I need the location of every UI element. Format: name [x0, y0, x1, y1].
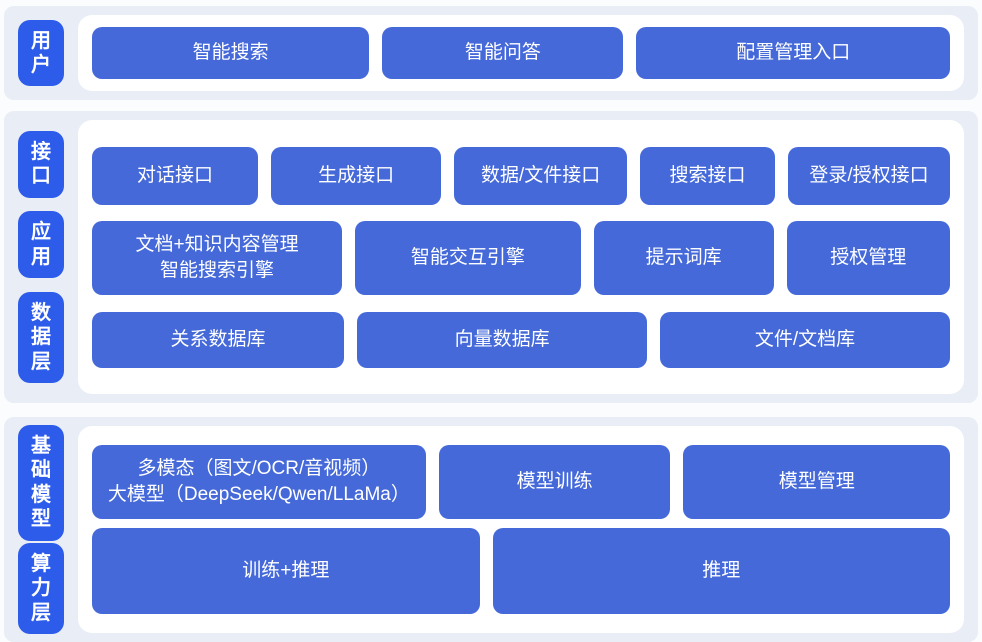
tab-data-layer-label: 数据层 [31, 302, 51, 373]
tab-user: 用户 [18, 19, 64, 87]
button-label: 推理 [702, 560, 741, 582]
button-label: 模型训练 [516, 471, 593, 493]
btn-prompt-library: 提示词库 [593, 221, 774, 295]
btn-smart-search: 智能搜索 [92, 27, 370, 79]
button-label: 智能交互引擎 [410, 247, 525, 269]
btn-smart-qa: 智能问答 [382, 27, 624, 79]
tab-interface: 接口 [18, 130, 64, 198]
compute-layer-row: 训练+推理 推理 [92, 528, 950, 614]
btn-config-management-entry: 配置管理入口 [636, 27, 950, 79]
btn-training-inference: 训练+推理 [92, 528, 480, 614]
button-label: 训练+推理 [242, 560, 330, 582]
button-label: 提示词库 [645, 247, 722, 269]
base-model-row: 多模态（图文/OCR/音视频） 大模型（DeepSeek/Qwen/LLaMa）… [92, 445, 950, 519]
btn-login-auth-api: 登录/授权接口 [788, 146, 951, 205]
user-layer-tab-column: 用户 [4, 6, 78, 100]
tab-base-model: 基础模型 [18, 425, 64, 541]
button-label: 登录/授权接口 [809, 164, 929, 186]
button-label: 智能搜索 [192, 42, 269, 64]
btn-dialog-api: 对话接口 [92, 146, 259, 205]
btn-interactive-engine: 智能交互引擎 [355, 221, 581, 295]
interface-row: 对话接口 生成接口 数据/文件接口 搜索接口 登录/授权接口 [92, 146, 951, 205]
tab-interface-label: 接口 [31, 140, 51, 188]
button-label: 数据/文件接口 [480, 164, 601, 186]
tab-compute-layer: 算力层 [18, 542, 64, 634]
button-label: 配置管理入口 [736, 42, 851, 64]
tab-compute-layer-label: 算力层 [31, 552, 51, 624]
button-label: 向量数据库 [454, 328, 550, 350]
btn-model-management: 模型管理 [683, 445, 950, 519]
button-label: 模型管理 [778, 471, 855, 493]
bottom-panel: 多模态（图文/OCR/音视频） 大模型（DeepSeek/Qwen/LLaMa）… [78, 426, 964, 633]
btn-multimodal-large-model: 多模态（图文/OCR/音视频） 大模型（DeepSeek/Qwen/LLaMa） [92, 445, 426, 519]
btn-file-document-store: 文件/文档库 [660, 311, 950, 368]
btn-auth-management: 授权管理 [786, 221, 950, 295]
button-label-line2: 大模型（DeepSeek/Qwen/LLaMa） [107, 484, 410, 505]
section-user-layer: 用户 智能搜索 智能问答 配置管理入口 [4, 6, 978, 100]
button-label: 文件/文档库 [754, 328, 856, 350]
middle-tab-column: 接口 应用 数据层 [4, 111, 78, 403]
tab-user-label: 用户 [31, 29, 51, 76]
tab-base-model-label: 基础模型 [31, 435, 51, 531]
tab-data-layer: 数据层 [18, 292, 64, 384]
button-label: 智能问答 [464, 42, 541, 64]
bottom-tab-column: 基础模型 算力层 [4, 417, 78, 642]
section-interface-application-data: 接口 应用 数据层 对话接口 生成接口 数据/文件接口 搜 [4, 111, 978, 403]
btn-data-file-api: 数据/文件接口 [454, 146, 627, 205]
user-layer-row: 智能搜索 智能问答 配置管理入口 [92, 27, 950, 79]
btn-search-api: 搜索接口 [639, 146, 775, 205]
tab-application-label: 应用 [31, 221, 51, 268]
btn-relational-database: 关系数据库 [92, 311, 345, 368]
button-label: 生成接口 [318, 164, 395, 186]
data-layer-row: 关系数据库 向量数据库 文件/文档库 [92, 311, 950, 368]
button-label: 授权管理 [830, 247, 907, 269]
btn-inference: 推理 [492, 528, 950, 614]
middle-panel: 对话接口 生成接口 数据/文件接口 搜索接口 登录/授权接口 文档+知识内容管理 [78, 120, 964, 394]
button-label: 搜索接口 [669, 164, 746, 186]
application-row: 文档+知识内容管理 智能搜索引擎 智能交互引擎 提示词库 授权管理 [92, 221, 950, 295]
button-label-line1: 文档+知识内容管理 [135, 234, 299, 256]
button-label: 关系数据库 [170, 328, 266, 350]
section-base-model-compute: 基础模型 算力层 多模态（图文/OCR/音视频） 大模型（DeepSeek/Qw… [4, 417, 978, 642]
button-label-line1: 多模态（图文/OCR/音视频） [137, 458, 381, 480]
button-label: 对话接口 [137, 164, 214, 186]
btn-model-training: 模型训练 [438, 445, 671, 519]
btn-doc-knowledge-search-engine: 文档+知识内容管理 智能搜索引擎 [92, 221, 343, 295]
button-label-line2: 智能搜索引擎 [160, 260, 275, 281]
tab-application: 应用 [18, 211, 64, 279]
user-layer-panel: 智能搜索 智能问答 配置管理入口 [78, 15, 964, 91]
btn-generation-api: 生成接口 [271, 146, 442, 205]
btn-vector-database: 向量数据库 [357, 311, 648, 368]
